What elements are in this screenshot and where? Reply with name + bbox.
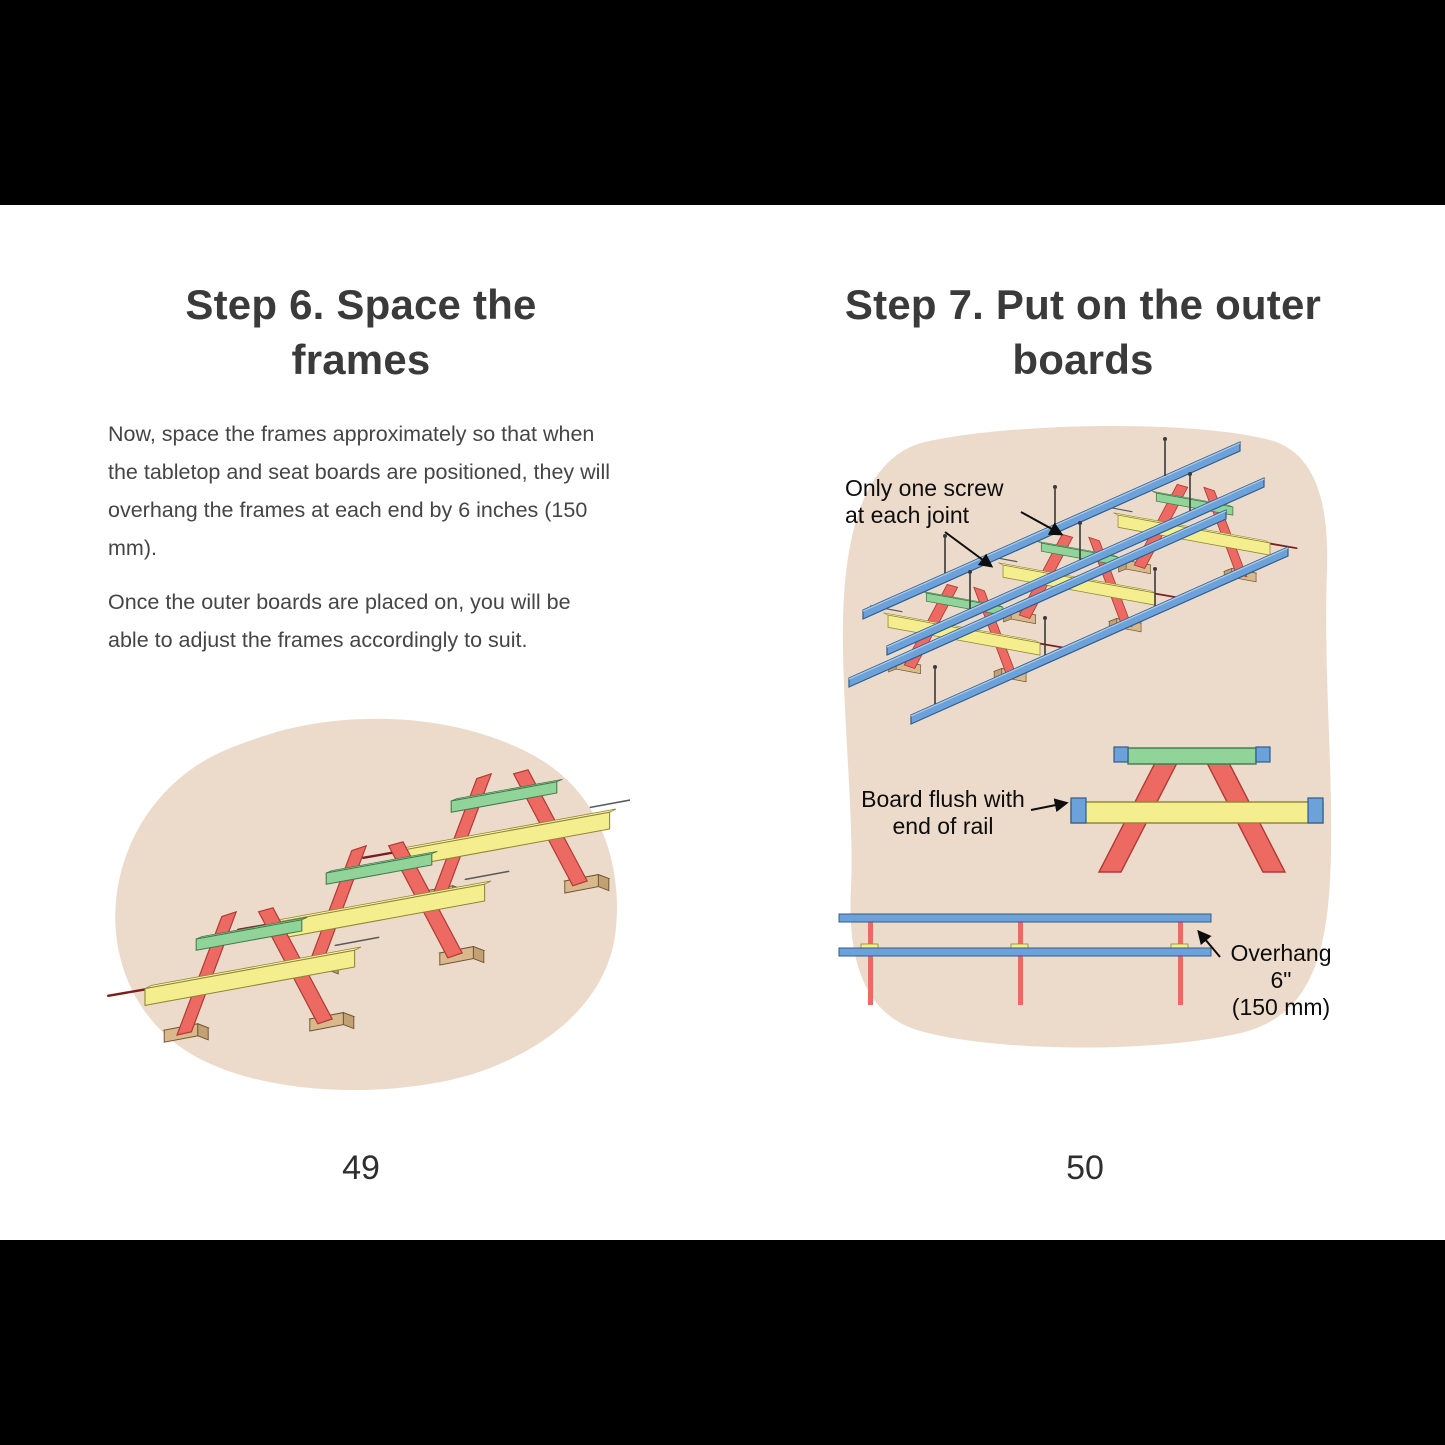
top-board-end-right (1255, 746, 1271, 763)
outer-boards (848, 441, 1289, 725)
outer-boards-illustration: Only one screw at each joint Board flush… (825, 420, 1342, 1055)
screw-arrow-1 (944, 531, 994, 568)
step6-heading: Step 6. Space the frames (185, 281, 537, 384)
page-number-49: 49 (342, 1149, 380, 1187)
seat-board-end-right (1307, 797, 1324, 824)
end-view-top-rail (1127, 747, 1257, 765)
frames-spacing-svg (106, 718, 630, 1091)
label-overhang-line1: Overhang 6" (1230, 940, 1332, 993)
label-board-flush-line2: end of rail (892, 813, 994, 839)
top-black-bar (0, 0, 1445, 205)
label-board-flush: Board flush with end of rail (843, 786, 1043, 840)
assembly-view (848, 437, 1298, 725)
side-elevation (838, 913, 1221, 1005)
label-only-one-screw-line1: Only one screw (845, 475, 1004, 501)
bottom-black-bar (0, 1240, 1445, 1445)
beige-blob-right (842, 425, 1332, 1048)
overhang-arrow (1197, 929, 1221, 958)
outer-boards-svg (838, 425, 1332, 1048)
label-overhang: Overhang 6" (150 mm) (1217, 940, 1345, 1021)
pages-content: Step 6. Space the frames Now, space the … (0, 205, 1445, 1240)
label-only-one-screw: Only one screw at each joint (845, 475, 1004, 529)
side-seat-board (838, 947, 1212, 957)
joint-screws (933, 437, 1192, 704)
screw-arrow-2 (1020, 511, 1064, 536)
side-top-board (838, 913, 1212, 923)
step6-paragraph-2: Once the outer boards are placed on, you… (108, 590, 571, 652)
step6-paragraph-1: Now, space the frames approximately so t… (108, 422, 610, 560)
step7-heading: Step 7. Put on the outer boards (844, 281, 1322, 384)
flush-arrow (1030, 798, 1069, 813)
label-overhang-line2: (150 mm) (1231, 994, 1331, 1020)
end-view-seat-rail (1070, 801, 1324, 824)
end-view (1030, 746, 1324, 873)
label-board-flush-line1: Board flush with (861, 786, 1025, 812)
seat-board-end-left (1070, 797, 1087, 824)
page-number-50: 50 (1066, 1149, 1104, 1187)
frames-spacing-illustration (100, 703, 630, 1095)
label-only-one-screw-line2: at each joint (845, 502, 970, 528)
top-board-end-left (1113, 746, 1129, 763)
